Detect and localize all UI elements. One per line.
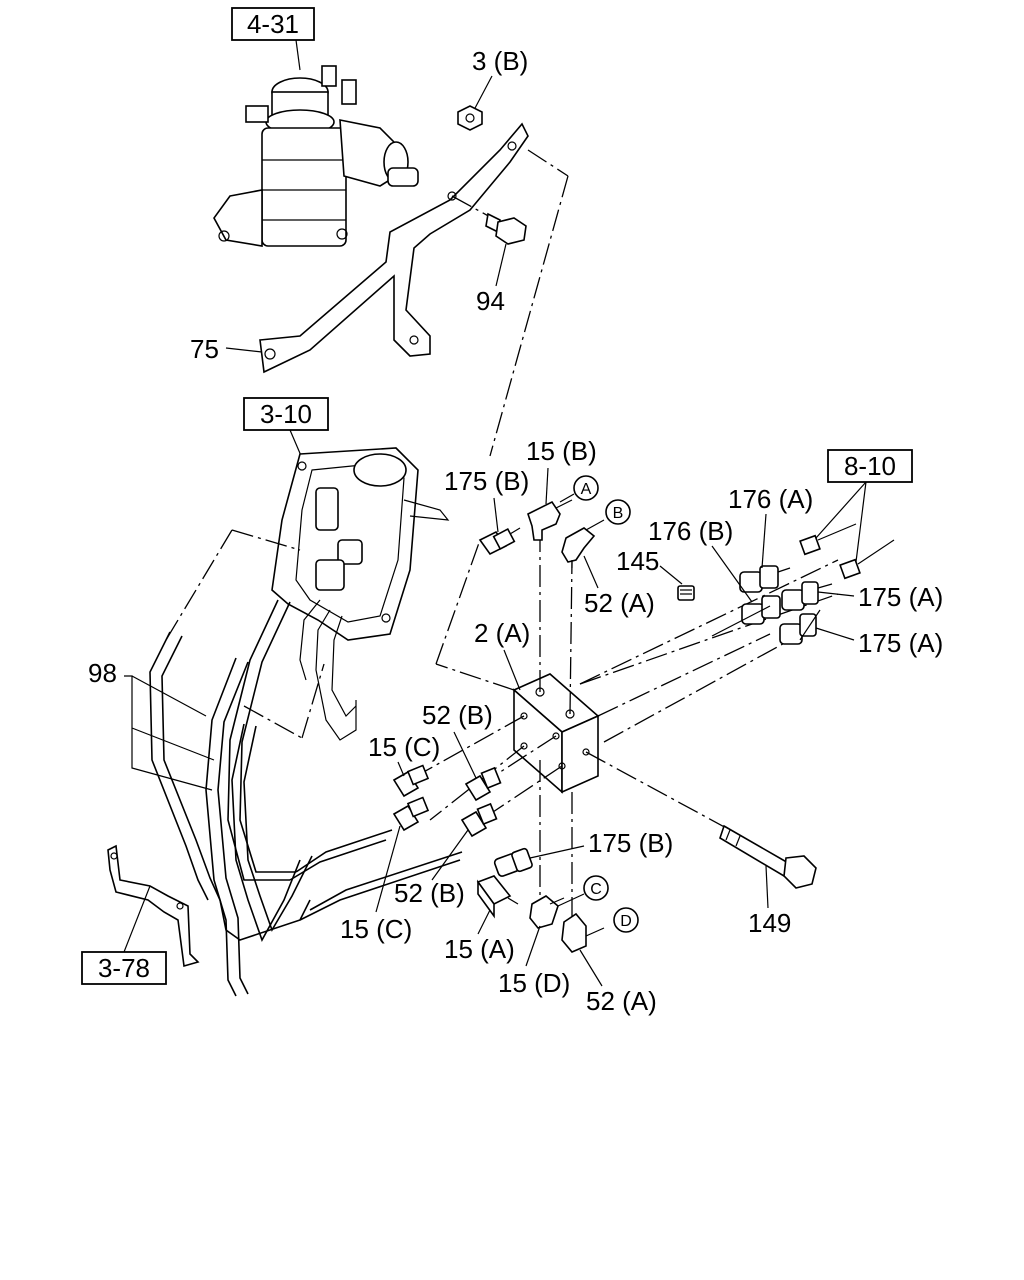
callout-52a-top: 52 (A) [584,588,655,618]
callout-175b-top: 175 (B) [444,466,529,496]
ref-box-3-10[interactable]: 3-10 [243,397,329,431]
callout-176a: 176 (A) [728,484,813,514]
fitting-52b-2 [460,802,498,838]
callout-15c-1: 15 (C) [368,732,440,762]
pedal-bracket-assembly [271,447,450,741]
leader-15d [525,925,541,967]
leader-52b-2 [431,829,469,881]
leader-8-10-a [815,481,867,539]
svg-text:D: D [620,913,632,930]
fitting-15c-1 [392,764,430,798]
leader-52a-bot [579,949,603,987]
ref-box-3-78[interactable]: 3-78 [81,951,167,985]
svg-text:B: B [613,505,624,522]
leader-15c-2 [375,825,401,913]
switch-175b-bottom [493,847,533,877]
switch-176b [741,595,781,625]
bracket-75 [259,122,529,374]
fitting-15a [476,875,519,919]
leader-2a [503,649,521,691]
brake-pipes-98 [149,599,463,997]
callout-15d: 15 (D) [498,968,570,998]
callout-15b: 15 (B) [526,436,597,466]
callout-98: 98 [88,658,117,688]
leader-4-31 [295,39,301,71]
callout-15a: 15 (A) [444,934,515,964]
switch-176a [739,565,791,593]
leader-3-78 [123,885,151,953]
ref-box-4-31-label: 4-31 [247,9,299,39]
callout-52b-1: 52 (B) [422,700,493,730]
leader-94 [495,243,507,287]
leader-149 [765,865,769,909]
leader-176b [711,545,753,603]
callout-175a-2: 175 (A) [858,628,943,658]
callout-3b: 3 (B) [472,46,528,76]
callout-175a-1: 175 (A) [858,582,943,612]
ref-box-3-78-label: 3-78 [98,953,150,983]
leader-8-10-b [855,481,867,563]
leader-175a-1 [817,591,855,597]
fitting-52a-bottom [561,912,605,953]
callout-2a: 2 (A) [474,618,530,648]
callout-52b-2: 52 (B) [394,878,465,908]
ref-box-4-31[interactable]: 4-31 [231,7,315,41]
leader-15c-1 [397,761,405,777]
bolt-94 [451,195,527,245]
callout-94: 94 [476,286,505,316]
callout-75: 75 [190,334,219,364]
svg-text:C: C [590,881,602,898]
callout-149: 149 [748,908,791,938]
leader-3b [473,75,493,111]
bracket-3-78-part [107,844,200,968]
ref-box-3-10-label: 3-10 [260,399,312,429]
leader-52a-top [583,555,599,589]
marker-a: A [573,475,599,501]
callout-52a-bot: 52 (A) [586,986,657,1016]
leader-15a [477,909,491,935]
leader-175b-top [493,497,499,533]
leader-175a-2 [815,627,855,641]
fitting-52b-1 [464,766,502,802]
brake-booster-assembly [213,65,419,247]
callout-15c-2: 15 (C) [340,914,412,944]
ref-box-8-10-label: 8-10 [844,451,896,481]
leader-98 [124,675,215,791]
marker-b: B [605,499,631,525]
fitting-15d [529,895,565,929]
callout-145: 145 [616,546,659,576]
callout-175b-bot: 175 (B) [588,828,673,858]
bolt-149 [719,824,817,889]
ref-box-8-10[interactable]: 8-10 [827,449,913,483]
svg-text:A: A [581,481,592,498]
switch-175a-2 [779,613,817,645]
marker-d: D [613,907,639,933]
switch-175a-1 [781,581,833,611]
leader-15b [545,467,549,505]
plug-145 [677,585,695,601]
leader-52b-1 [453,731,477,779]
leader-75 [225,347,263,353]
connectors-8-10 [799,523,895,580]
leader-175b-bot [529,845,585,859]
fitting-15b [527,499,573,541]
leader-145 [659,565,683,585]
fitting-175b-top [478,527,521,556]
marker-c: C [583,875,609,901]
fitting-15c-2 [392,796,430,832]
callout-176b: 176 (B) [648,516,733,546]
leader-176a [761,513,767,569]
junction-block-2a [512,673,600,794]
fitting-52a-top [561,519,605,568]
nut-3b [457,105,483,131]
